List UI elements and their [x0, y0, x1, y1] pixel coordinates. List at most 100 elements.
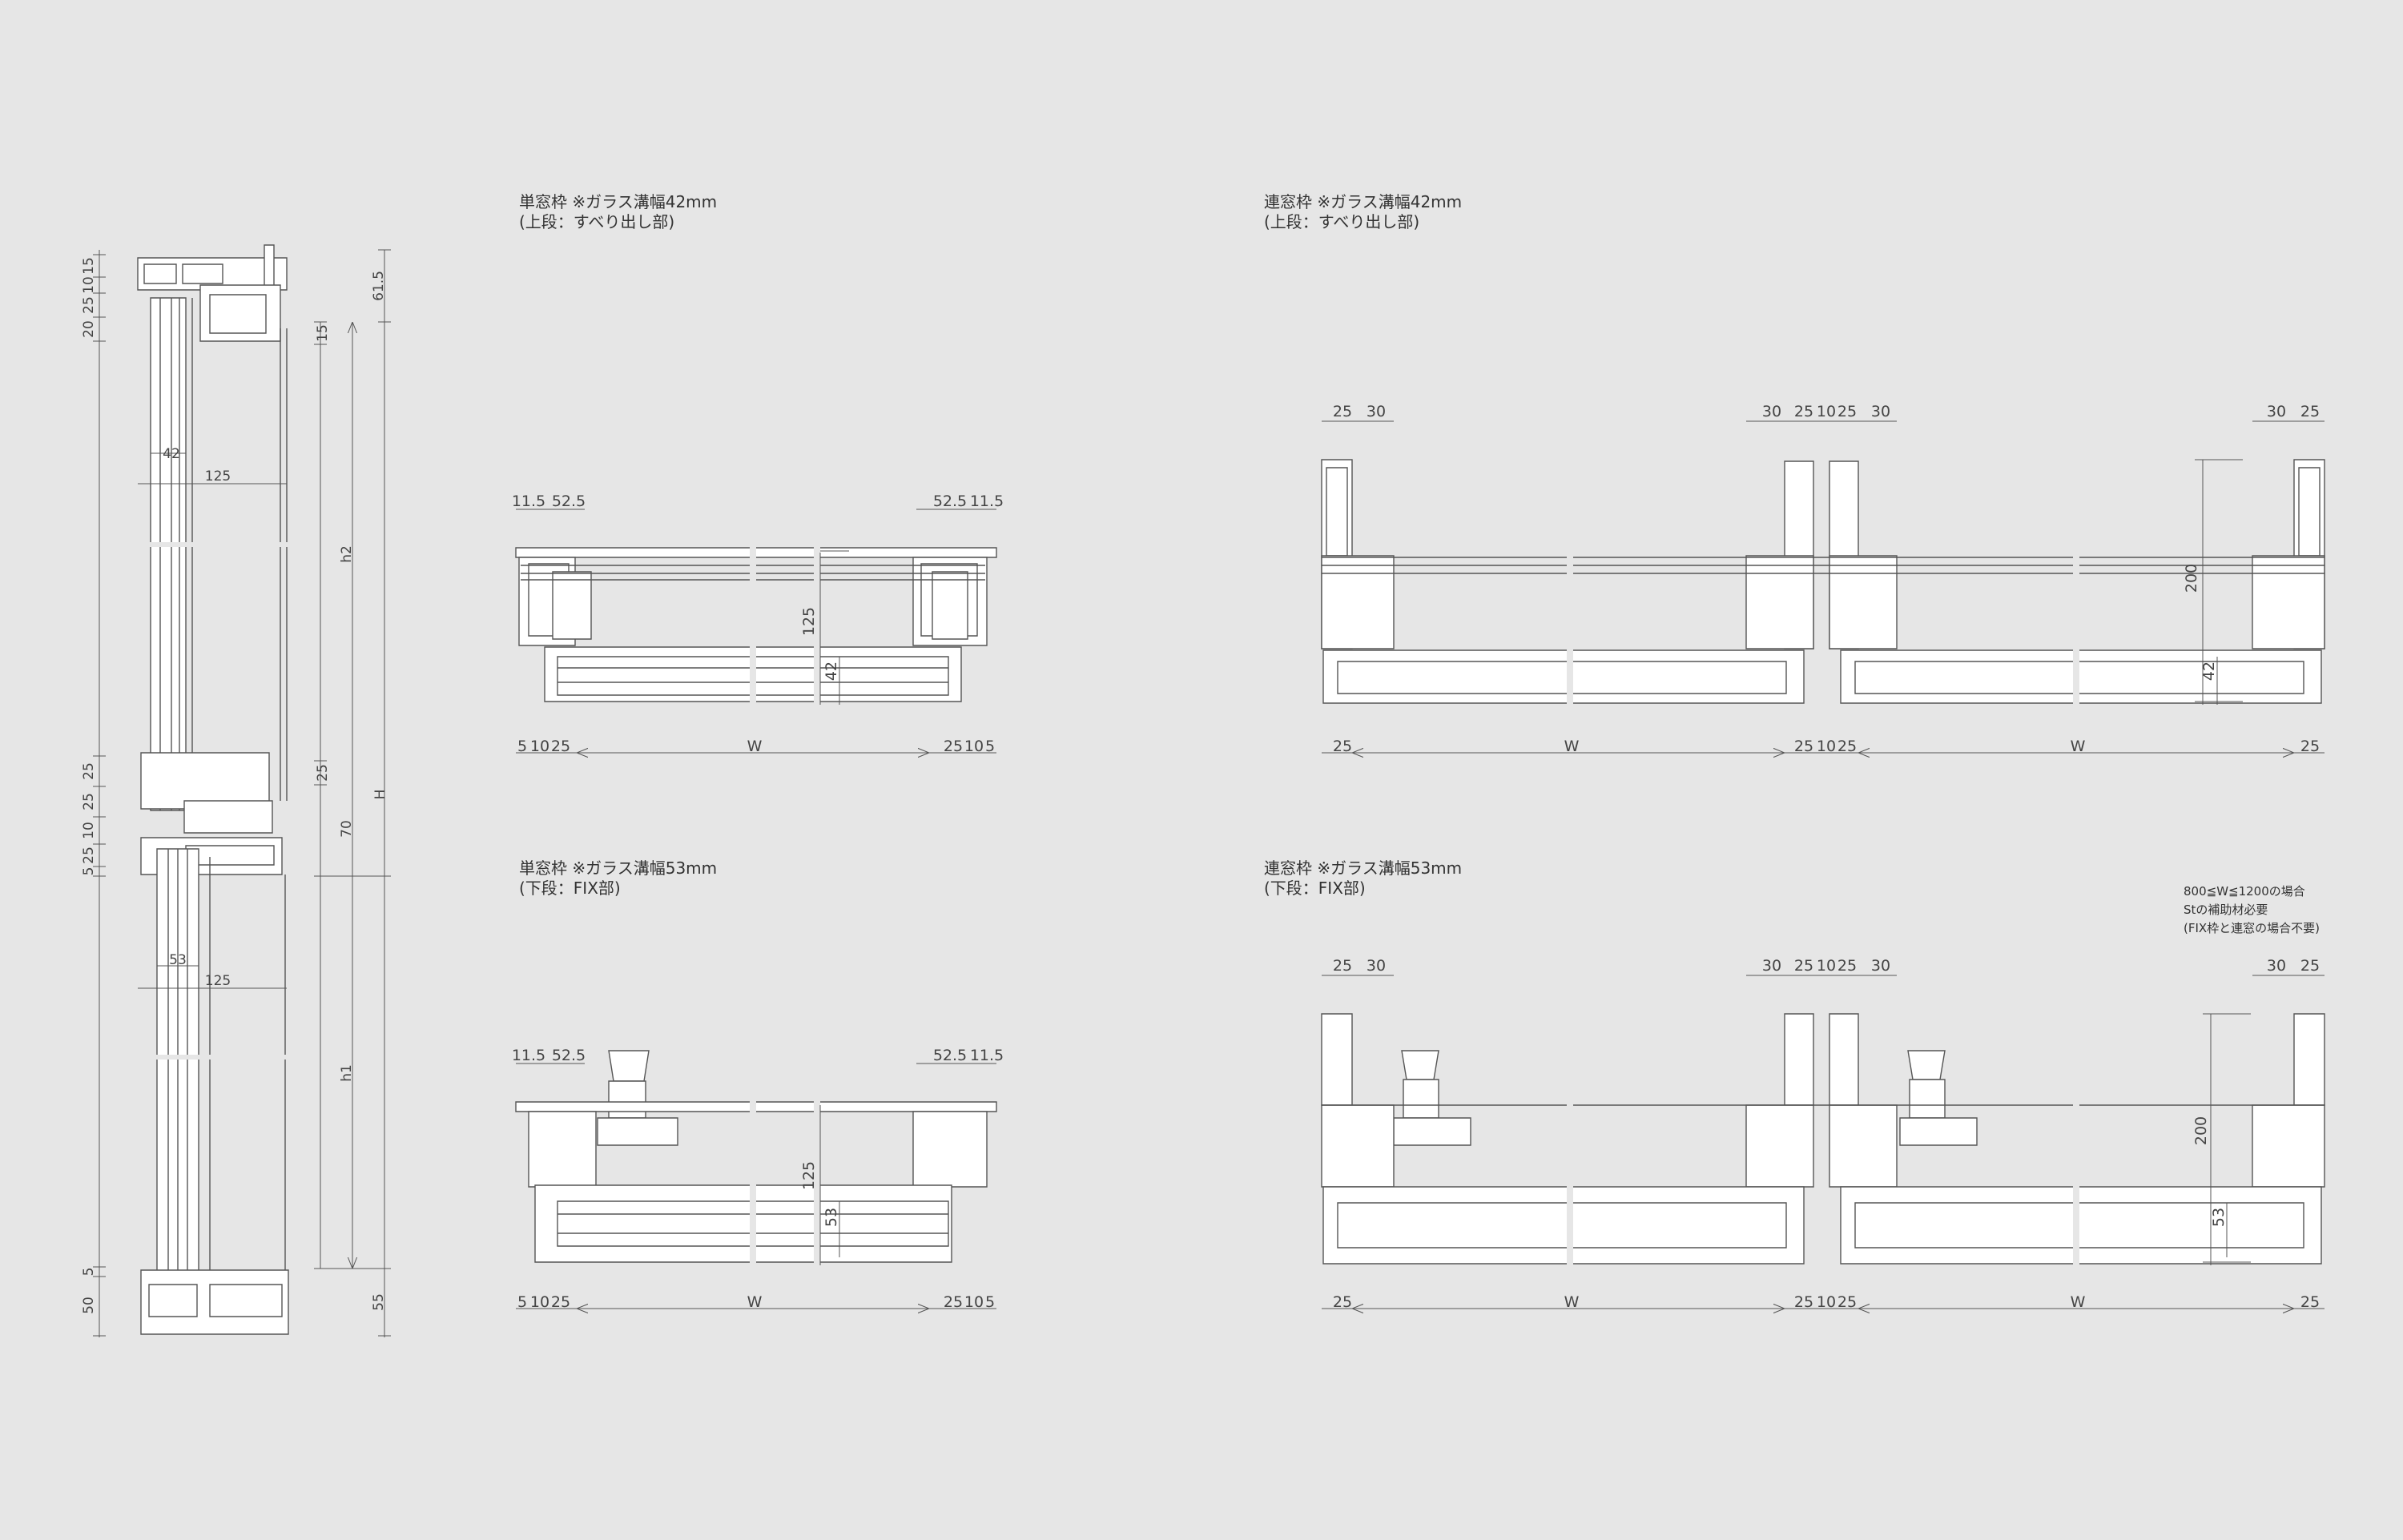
vertical-section [99, 245, 384, 1337]
section-dim-15: 15 [81, 257, 97, 275]
section-label-h2: h2 [339, 545, 355, 563]
multi-bottom-title: 連窓枠 ※ガラス溝幅53mm [1264, 858, 1463, 878]
single-bottom-plan [516, 1051, 996, 1265]
st-b-W: W [747, 738, 763, 755]
mt-t-25: 25 [1333, 403, 1352, 420]
mb-t-25c: 25 [1837, 957, 1857, 975]
mt-t-30b: 30 [1762, 403, 1781, 420]
multi-bottom-plan [1322, 1014, 2325, 1273]
single-top-dims [516, 509, 996, 753]
mt-b-25b: 25 [1794, 738, 1813, 755]
mb-t-25b: 25 [1794, 957, 1813, 975]
mt-b-25d: 25 [2300, 738, 2320, 755]
mt-glass-42: 42 [2200, 661, 2218, 681]
mb-t-30b: 30 [1762, 957, 1781, 975]
sb-b-5r: 5 [985, 1293, 995, 1311]
section-dim-61-5: 61.5 [371, 271, 387, 301]
mt-b-W: W [1564, 738, 1580, 755]
mb-height-200: 200 [2192, 1116, 2210, 1145]
section-inner-53: 53 [169, 952, 187, 968]
sb-b-5: 5 [517, 1293, 527, 1311]
section-dim-50: 50 [81, 1297, 97, 1314]
mt-b-10: 10 [1817, 738, 1836, 755]
note-line-2: Stの補助材必要 [2184, 903, 2268, 917]
sb-b-W: W [747, 1293, 763, 1311]
single-top-plan [516, 545, 996, 705]
mb-t-30c: 30 [1871, 957, 1890, 975]
sb-dim-52-5r: 52.5 [933, 1047, 967, 1064]
st-b-5: 5 [517, 738, 527, 755]
st-depth-125: 125 [800, 607, 818, 636]
section-dim-25b: 25 [81, 762, 97, 780]
st-b-5r: 5 [985, 738, 995, 755]
mt-t-25b: 25 [1794, 403, 1813, 420]
section-inner-42: 42 [163, 446, 180, 462]
mb-b-W2: W [2071, 1293, 2086, 1311]
mb-t-25d: 25 [2300, 957, 2320, 975]
section-dim-25d: 25 [81, 846, 97, 864]
section-left-dims: 15 10 25 20 25 25 10 25 5 5 50 [81, 257, 97, 1314]
sb-dim-11-5: 11.5 [512, 1047, 545, 1064]
mt-t-30d: 30 [2267, 403, 2286, 420]
section-label-H: H [372, 790, 388, 800]
single-bottom-dim-text: 11.5 52.5 52.5 11.5 5 10 25 W 25 10 5 12… [512, 1047, 1004, 1311]
section-dim-5b: 5 [81, 1268, 97, 1277]
section-label-h1: h1 [339, 1064, 355, 1082]
multi-top-dim-text: 25 30 30 25 10 25 30 30 25 25 W 25 10 25… [1333, 403, 2320, 755]
st-dim-52-5: 52.5 [552, 493, 586, 510]
section-dim-20: 20 [81, 320, 97, 338]
mb-b-W: W [1564, 1293, 1580, 1311]
section-dim-15r: 15 [315, 324, 331, 342]
mb-glass-53: 53 [2210, 1208, 2228, 1227]
sb-dim-11-5r: 11.5 [970, 1047, 1004, 1064]
st-glass-42: 42 [823, 661, 840, 681]
mt-b-25: 25 [1333, 738, 1352, 755]
mb-t-30d: 30 [2267, 957, 2286, 975]
sb-dim-52-5: 52.5 [552, 1047, 586, 1064]
st-dim-52-5r: 52.5 [933, 493, 967, 510]
mb-b-25d: 25 [2300, 1293, 2320, 1311]
st-b-25: 25 [551, 738, 570, 755]
section-dim-25: 25 [81, 296, 97, 314]
mb-t-10: 10 [1817, 957, 1836, 975]
sb-b-10r: 10 [964, 1293, 984, 1311]
note-line-3: (FIX枠と連窓の場合不要) [2184, 921, 2320, 935]
mb-b-25c: 25 [1837, 1293, 1857, 1311]
st-b-10: 10 [530, 738, 549, 755]
st-b-25r: 25 [944, 738, 963, 755]
st-dim-11-5r: 11.5 [970, 493, 1004, 510]
mt-b-25c: 25 [1837, 738, 1857, 755]
section-dim-25c: 25 [81, 793, 97, 810]
mt-height-200: 200 [2183, 564, 2200, 593]
section-dim-10b: 10 [81, 822, 97, 839]
mt-t-25c: 25 [1837, 403, 1857, 420]
sb-b-10: 10 [530, 1293, 549, 1311]
multi-bottom-dim-text: 25 30 30 25 10 25 30 30 25 25 W 25 10 25… [1333, 957, 2320, 1311]
mb-t-30: 30 [1367, 957, 1386, 975]
mb-b-25: 25 [1333, 1293, 1352, 1311]
multi-top-subtitle: (上段：すべり出し部) [1264, 212, 1420, 231]
mt-t-30c: 30 [1871, 403, 1890, 420]
sb-depth-125: 125 [800, 1161, 818, 1190]
st-dim-11-5: 11.5 [512, 493, 545, 510]
single-top-dim-text: 11.5 52.5 52.5 11.5 5 10 25 W 25 10 5 12… [512, 493, 1004, 755]
section-right-dims: 61.5 15 25 70 55 h2 h1 H 42 125 53 125 [163, 271, 388, 1311]
multi-top-plan [1322, 460, 2325, 713]
mt-t-10: 10 [1817, 403, 1836, 420]
sb-b-25: 25 [551, 1293, 570, 1311]
mt-t-25d: 25 [2300, 403, 2320, 420]
mb-b-10: 10 [1817, 1293, 1836, 1311]
vertical-section-ticks [93, 250, 391, 1336]
section-inner-125a: 125 [205, 468, 231, 485]
st-b-10r: 10 [964, 738, 984, 755]
multi-bottom-dims [1322, 975, 2325, 1309]
multi-top-title: 連窓枠 ※ガラス溝幅42mm [1264, 192, 1463, 211]
single-bottom-dims [516, 1064, 996, 1309]
sb-glass-53: 53 [823, 1208, 840, 1227]
note-line-1: 800≦W≦1200の場合 [2184, 884, 2305, 899]
mb-b-25b: 25 [1794, 1293, 1813, 1311]
sb-b-25r: 25 [944, 1293, 963, 1311]
section-dim-10: 10 [81, 276, 97, 294]
